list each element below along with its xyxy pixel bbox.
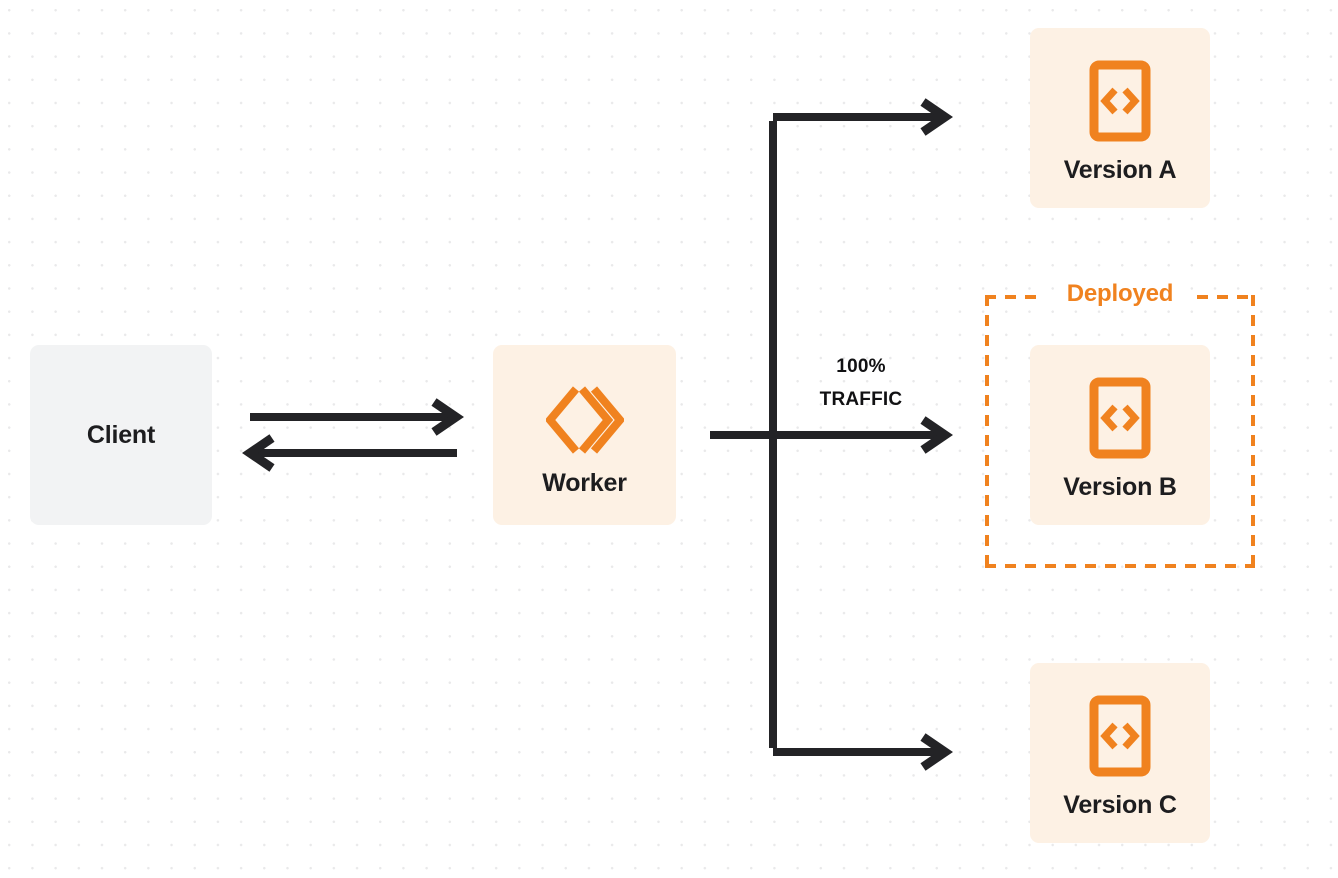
node-version-b[interactable]: Version B [1030, 345, 1210, 525]
cloudflare-workers-logo-icon [545, 383, 624, 457]
node-worker-label: Worker [542, 468, 627, 497]
node-version-b-label: Version B [1063, 472, 1177, 501]
node-version-a-label: Version A [1063, 155, 1177, 184]
traffic-label: 100% TRAFFIC [788, 350, 934, 417]
node-version-a[interactable]: Version A [1030, 28, 1210, 208]
traffic-percent: 100% [836, 356, 886, 377]
node-version-c-label: Version C [1063, 790, 1177, 819]
arrow-client-to-worker [250, 402, 456, 432]
arrow-worker-to-versions [710, 102, 945, 767]
traffic-caption: TRAFFIC [819, 389, 903, 411]
node-version-c[interactable]: Version C [1030, 663, 1210, 843]
code-brackets-icon [1089, 377, 1151, 459]
node-client-label: Client [86, 420, 156, 449]
code-brackets-icon [1089, 695, 1151, 777]
arrow-worker-to-client [250, 438, 457, 468]
node-client[interactable]: Client [30, 345, 212, 525]
code-brackets-icon [1089, 60, 1151, 142]
node-worker[interactable]: Worker [493, 345, 676, 525]
